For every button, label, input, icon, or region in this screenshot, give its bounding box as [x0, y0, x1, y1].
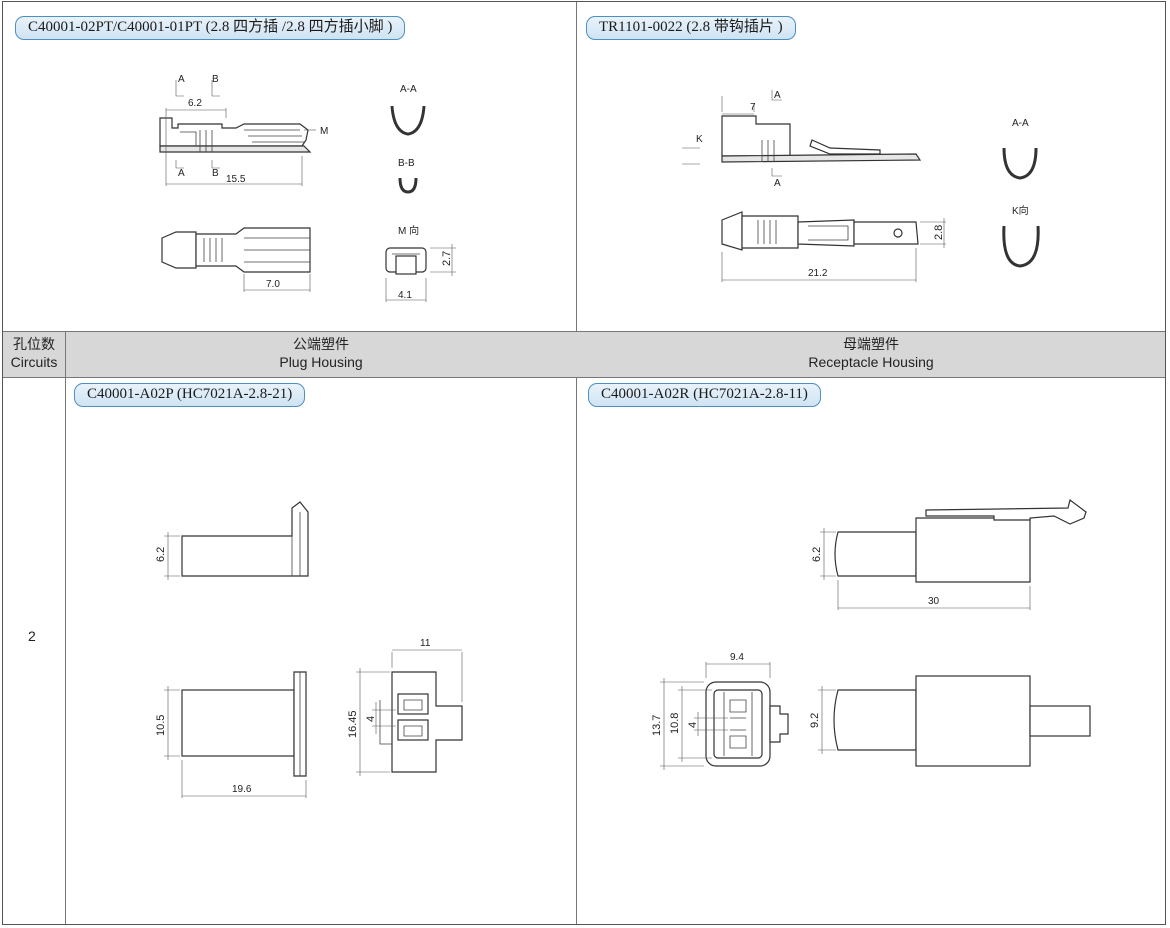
plug-dim-6-2: 6.2 — [155, 547, 167, 562]
plug-dim-4: 4 — [365, 716, 377, 722]
header-plug: 公端塑件 Plug Housing — [66, 331, 576, 377]
receptacle-dim-30: 30 — [928, 596, 940, 607]
receptacle-dim-9-4: 9.4 — [730, 652, 744, 663]
plug-side-view: 6.2 — [155, 501, 309, 580]
terminal-2-section-views: A-A K向 — [1002, 118, 1040, 268]
circuits-value: 2 — [28, 628, 36, 644]
receptacle-dim-13-7: 13.7 — [651, 715, 663, 736]
receptacle-housing-title-pill: C40001-A02R (HC7021A-2.8-11) — [588, 383, 821, 407]
terminal-1-side-view — [159, 117, 312, 153]
label-k: K — [696, 134, 703, 145]
plug-dim-19-6: 19.6 — [232, 784, 252, 795]
header-receptacle-en: Receptacle Housing — [808, 354, 934, 370]
terminal-1-top-view: 7.0 — [161, 227, 311, 292]
receptacle-front-view: 9.4 13.7 10.8 4 — [651, 652, 789, 770]
header-divider-left — [65, 331, 66, 377]
receptacle-dim-10-8: 10.8 — [669, 713, 681, 734]
dim-7: 7 — [750, 102, 756, 113]
header-plug-en: Plug Housing — [279, 354, 363, 370]
terminal-2-top-view: 21.2 2.8 — [721, 211, 946, 282]
dim-15-5: 15.5 — [226, 174, 246, 185]
receptacle-dim-9-2: 9.2 — [809, 713, 821, 728]
terminal-1-dimensions: A B 6.2 A B 15.5 M — [165, 74, 328, 186]
dim-4-1: 4.1 — [398, 290, 412, 301]
section-a-bottom: A — [178, 168, 185, 179]
dim-21-2: 21.2 — [808, 268, 828, 279]
view-a-a-label: A-A — [400, 84, 417, 95]
column-divider-center — [576, 2, 577, 924]
view-b-b-label: B-B — [398, 158, 415, 169]
dim-6-2: 6.2 — [188, 98, 202, 109]
view-k-label: K向 — [1012, 204, 1029, 217]
column-divider-circuits — [65, 331, 66, 924]
header-bottom-border — [3, 377, 1165, 378]
plug-dim-11: 11 — [420, 638, 431, 649]
section-b-top: B — [212, 74, 219, 85]
header-receptacle: 母端塑件 Receptacle Housing — [577, 331, 1165, 377]
receptacle-top-view: 9.2 — [809, 675, 1091, 767]
view-a-a-label-2: A-A — [1012, 118, 1029, 129]
receptacle-side-view: 6.2 30 — [811, 498, 1087, 610]
plug-dim-10-5: 10.5 — [155, 715, 167, 736]
header-top-border — [3, 331, 1165, 332]
dim-2-7: 2.7 — [441, 251, 453, 266]
header-circuits: 孔位数 Circuits — [3, 331, 65, 377]
section-a-top-2: A — [774, 90, 781, 101]
terminal-1-section-views: A-A B-B M 向 2.7 4.1 — [385, 84, 456, 302]
section-a-bottom-2: A — [774, 178, 781, 189]
header-receptacle-cn: 母端塑件 — [843, 337, 899, 353]
plug-top-view: 10.5 19.6 — [155, 671, 307, 798]
label-m: M — [320, 126, 328, 137]
plug-dim-16-45: 16.45 — [347, 710, 359, 738]
header-circuits-cn: 孔位数 — [13, 337, 55, 353]
terminal-title-pill: C40001-02PT/C40001-01PT (2.8 四方插 /2.8 四方… — [15, 16, 406, 40]
dim-2-8: 2.8 — [933, 225, 945, 240]
dim-7-0: 7.0 — [266, 279, 280, 290]
header-plug-cn: 公端塑件 — [293, 337, 349, 353]
terminal-2-side-view: 7 A A K — [682, 90, 922, 189]
view-m-label: M 向 — [398, 224, 419, 237]
header-circuits-en: Circuits — [10, 354, 58, 370]
receptacle-dim-4: 4 — [687, 722, 699, 728]
section-b-bottom: B — [212, 168, 219, 179]
table-header: 孔位数 Circuits 公端塑件 Plug Housing 母端塑件 Rece… — [3, 331, 1165, 377]
plug-housing-title-pill: C40001-A02P (HC7021A-2.8-21) — [74, 383, 306, 407]
receptacle-dim-6-2: 6.2 — [811, 547, 823, 562]
tab-terminal-title-pill: TR1101-0022 (2.8 带钩插片 ) — [586, 16, 796, 40]
section-a-top: A — [178, 74, 185, 85]
plug-front-view: 11 16.45 4 — [347, 638, 463, 776]
